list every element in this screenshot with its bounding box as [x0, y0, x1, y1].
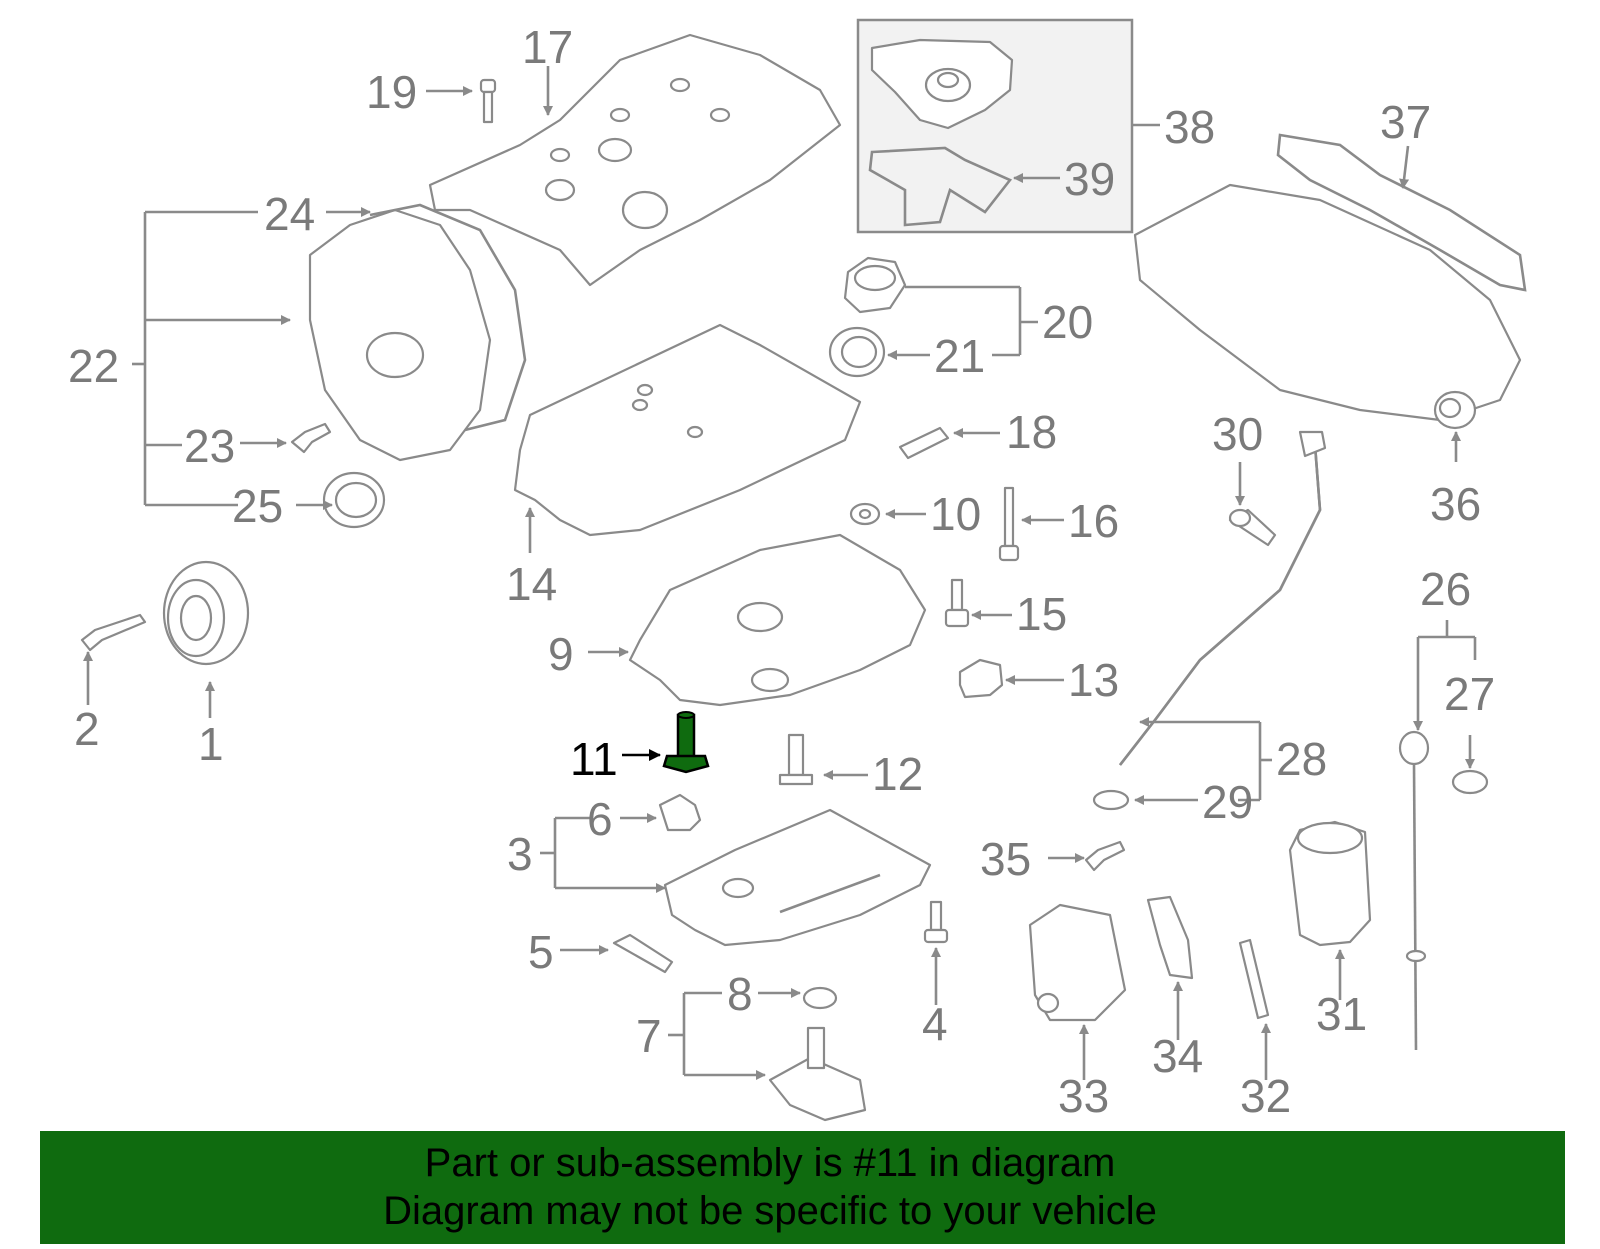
callout-29: 29: [1202, 776, 1253, 828]
callout-20: 20: [1042, 296, 1093, 348]
part-4-bolt: [923, 900, 949, 944]
callout-23: 23: [184, 420, 235, 472]
callout-21: 21: [934, 330, 985, 382]
callout-12: 12: [872, 748, 923, 800]
callout-8: 8: [727, 968, 753, 1020]
part-26-dipstick: [1398, 730, 1430, 1051]
callout-labels: 1 2 3 4 5 6 7 8 9 10 11 12 13 14 15 16 1…: [68, 21, 1495, 1122]
callout-16: 16: [1068, 495, 1119, 547]
callout-11-highlighted: 11: [570, 733, 618, 785]
part-8-oring: [802, 986, 838, 1010]
part-10-washer: [849, 502, 881, 526]
part-3-oil-pan: [663, 808, 932, 947]
callout-18: 18: [1006, 406, 1057, 458]
callout-39: 39: [1064, 153, 1115, 205]
callout-15: 15: [1016, 588, 1067, 640]
callout-3: 3: [507, 828, 533, 880]
part-21-seal: [828, 326, 886, 378]
callout-7: 7: [636, 1010, 662, 1062]
callout-24: 24: [264, 188, 315, 240]
part-13-clip: [958, 658, 1004, 699]
callout-33: 33: [1058, 1070, 1109, 1122]
leader-lines: [83, 66, 1477, 1080]
part-2-bolt: [80, 613, 147, 652]
callout-5: 5: [528, 926, 554, 978]
part-36-intake-manifold: [1133, 183, 1522, 430]
callout-22: 22: [68, 340, 119, 392]
part-6-plug: [658, 793, 702, 832]
banner-line-2: Diagram may not be specific to your vehi…: [383, 1189, 1157, 1233]
callout-32: 32: [1240, 1070, 1291, 1122]
part-23-bolt: [290, 422, 332, 454]
banner-text: Part or sub-assembly is #11 in diagram D…: [40, 1139, 1500, 1235]
part-19-bolt: [479, 78, 497, 124]
part-37-gasket: [1276, 133, 1527, 292]
part-1-pulley: [162, 560, 250, 666]
part-34-bracket: [1146, 895, 1194, 980]
part-11-bolt-highlighted: [662, 711, 710, 774]
part-5-pin: [612, 933, 674, 974]
callout-4: 4: [922, 998, 948, 1050]
part-15-bolt: [944, 578, 970, 628]
part-18-pin: [898, 426, 950, 460]
part-16-bolt: [998, 486, 1020, 562]
part-33-oil-cooler: [1028, 903, 1127, 1022]
part-28-dipstick-tube: [1118, 430, 1327, 766]
part-17-valve-cover: [428, 33, 842, 287]
part-31-oil-filter: [1288, 820, 1372, 947]
callout-28: 28: [1276, 733, 1327, 785]
callout-14: 14: [506, 558, 557, 610]
callout-36: 36: [1430, 478, 1481, 530]
part-30-bolt: [1228, 508, 1277, 547]
callout-13: 13: [1068, 654, 1119, 706]
part-9-plate: [628, 533, 927, 707]
banner-line-1: Part or sub-assembly is #11 in diagram: [424, 1141, 1116, 1185]
part-22-timing-cover: [308, 203, 527, 462]
part-29-oring: [1092, 789, 1130, 811]
callout-37: 37: [1380, 96, 1431, 148]
callout-30: 30: [1212, 408, 1263, 460]
part-38-pcv-valve: [870, 38, 1014, 130]
callout-27: 27: [1444, 668, 1495, 720]
part-32-pin: [1238, 938, 1270, 1020]
callout-31: 31: [1316, 988, 1367, 1040]
callout-9: 9: [548, 628, 574, 680]
callout-34: 34: [1152, 1030, 1203, 1082]
part-39-gasket: [868, 146, 1013, 227]
callout-1: 1: [198, 718, 224, 770]
callout-2: 2: [74, 703, 100, 755]
callout-25: 25: [232, 480, 283, 532]
callout-35: 35: [980, 833, 1031, 885]
callout-17: 17: [522, 21, 573, 73]
callout-26: 26: [1420, 563, 1471, 615]
callout-38: 38: [1164, 101, 1215, 153]
callout-19: 19: [366, 66, 417, 118]
callout-6: 6: [587, 793, 613, 845]
part-7-sensor: [768, 1026, 867, 1122]
part-20-cap: [843, 256, 907, 314]
part-25-seal: [322, 471, 386, 529]
part-35-bolt: [1084, 840, 1126, 872]
callout-10: 10: [930, 488, 981, 540]
part-14-baffle: [513, 323, 862, 537]
info-banner: Part or sub-assembly is #11 in diagram D…: [40, 1131, 1565, 1244]
part-12-bolt: [778, 733, 814, 786]
part-27-oring: [1451, 769, 1489, 795]
